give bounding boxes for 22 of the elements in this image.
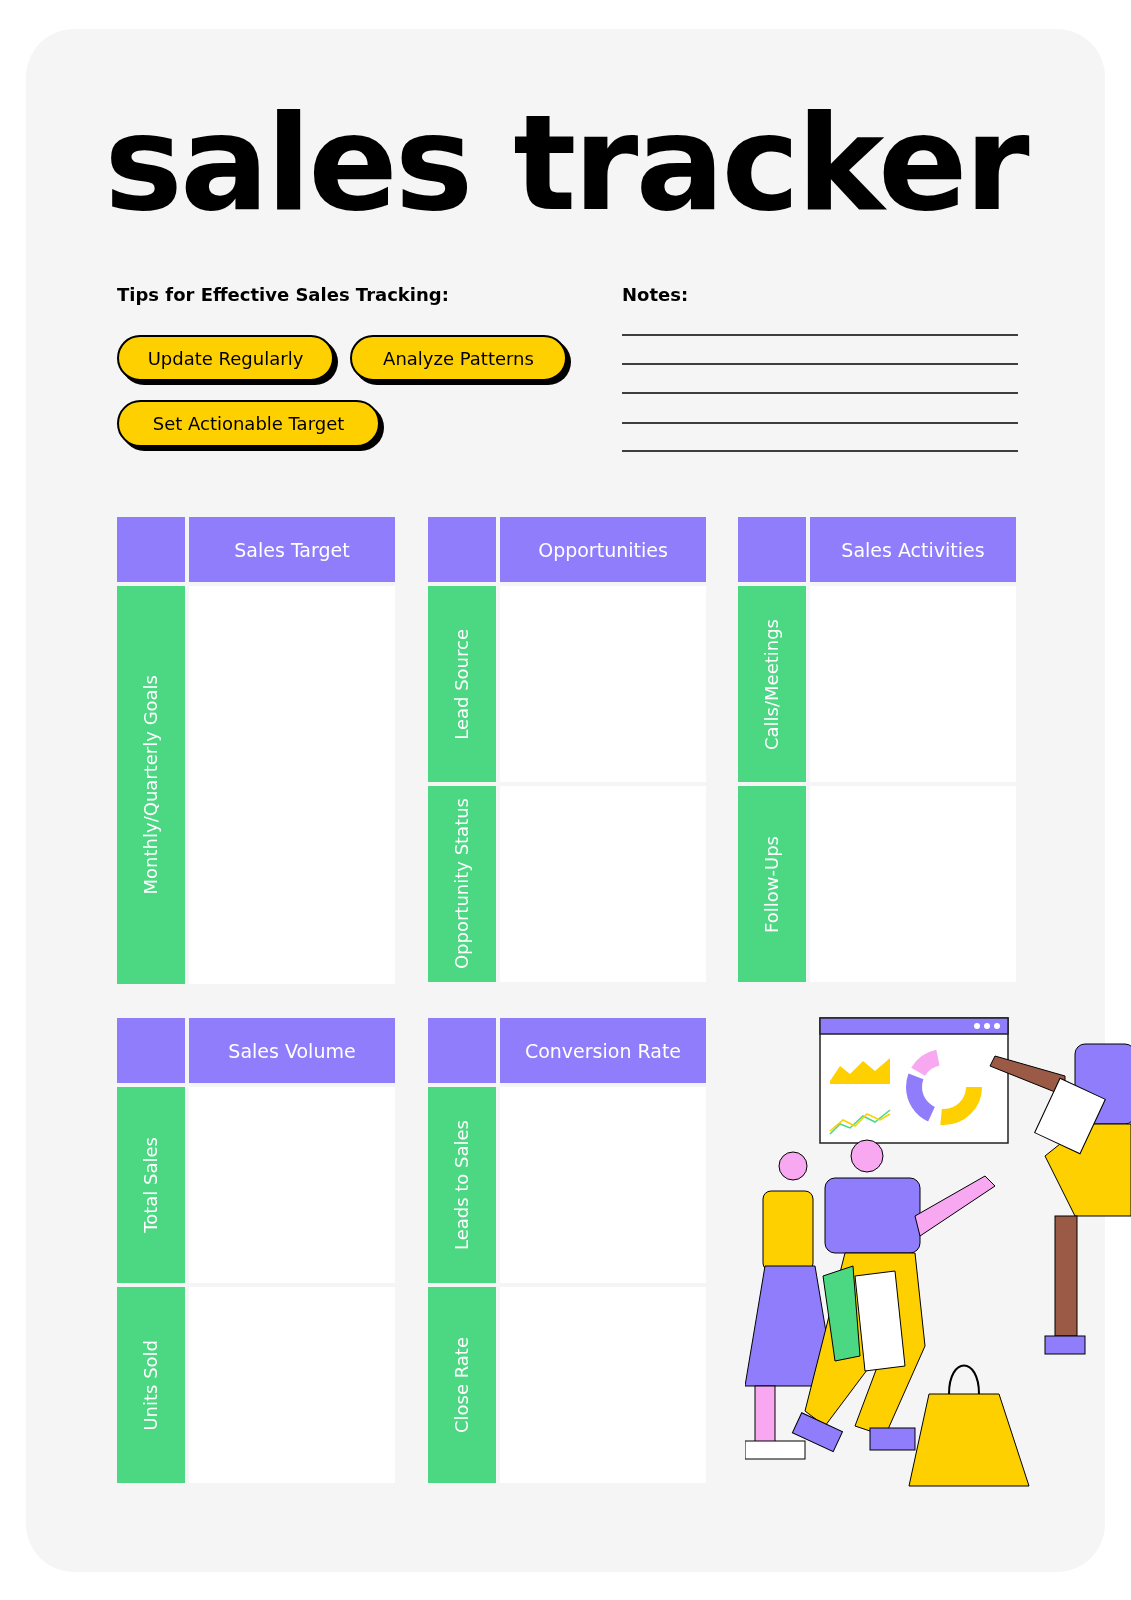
notes-heading: Notes: xyxy=(622,284,689,305)
header-corner xyxy=(738,517,806,582)
row-label-band: Calls/Meetings xyxy=(738,586,806,782)
row-label-band: Opportunity Status xyxy=(428,786,496,982)
header-corner xyxy=(428,1018,496,1083)
title: sales tracker xyxy=(103,88,1030,238)
header-corner xyxy=(117,517,185,582)
column-header: Sales Volume xyxy=(189,1018,395,1083)
column-header: Sales Activities xyxy=(810,517,1016,582)
column-header: Sales Target xyxy=(189,517,395,582)
row-label-band: Units Sold xyxy=(117,1287,185,1483)
header-corner xyxy=(117,1018,185,1083)
row-label-band: Leads to Sales xyxy=(428,1087,496,1283)
row-label-band: Total Sales xyxy=(117,1087,185,1283)
tips-heading: Tips for Effective Sales Tracking: xyxy=(117,284,449,305)
column-header: Conversion Rate xyxy=(500,1018,706,1083)
header-corner xyxy=(428,517,496,582)
column-header: Opportunities xyxy=(500,517,706,582)
row-label-band: Close Rate xyxy=(428,1287,496,1483)
row-label-band: Lead Source xyxy=(428,586,496,782)
row-label-band: Follow-Ups xyxy=(738,786,806,982)
row-label-band: Monthly/Quarterly Goals xyxy=(117,586,185,984)
